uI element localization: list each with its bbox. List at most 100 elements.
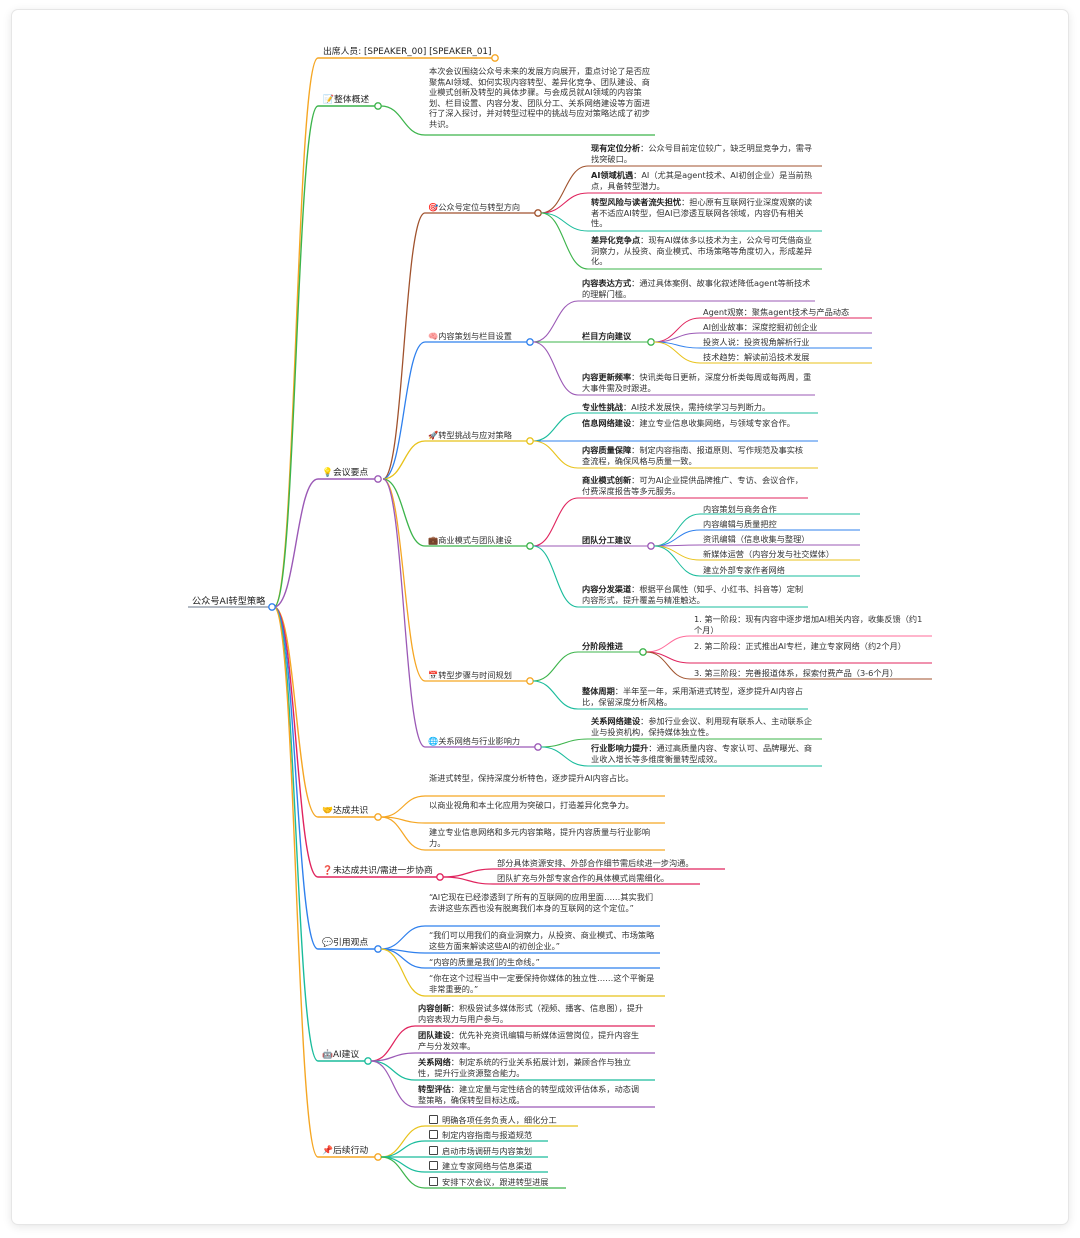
sub-content[interactable]: 🧠内容策划与栏目设置: [428, 331, 512, 341]
pending-item: 团队扩充与外部专家合作的具体模式尚需细化。: [497, 873, 669, 883]
sub-challenges[interactable]: 🚀转型挑战与应对策略: [428, 430, 512, 440]
connector-line: [653, 317, 701, 343]
connector-line: [653, 545, 701, 577]
connector-line: [380, 925, 426, 950]
connector-line: [532, 440, 579, 469]
connector-line: [370, 1060, 416, 1108]
branch-quotes[interactable]: 💬引用观点: [322, 938, 369, 948]
column-item: Agent观察：聚焦agent技术与产品动态: [703, 307, 850, 317]
checkbox-icon[interactable]: [429, 1161, 438, 1170]
center-topic[interactable]: 公众号AI转型策略: [192, 596, 266, 607]
phases-head[interactable]: 分阶段推进: [582, 641, 623, 651]
quote-item: “内容的质量是我们的生命线。”: [429, 957, 540, 967]
connector-line: [532, 341, 579, 396]
connector-line: [540, 165, 589, 214]
network-item: 行业影响力提升：通过高质量内容、专家认可、品牌曝光、商业收入增长等多维度衡量转型…: [591, 743, 813, 764]
connector-line: [380, 948, 426, 997]
team-item: 内容编辑与质量把控: [703, 519, 777, 529]
connector-line: [532, 497, 579, 547]
branch-pending[interactable]: ❓未达成共识/需进一步协商: [322, 866, 433, 876]
connector-line: [380, 795, 426, 818]
followup-item[interactable]: 启动市场调研与内容策划: [429, 1146, 589, 1157]
overview-text: 本次会议围绕公众号未来的发展方向展开，重点讨论了是否应聚焦AI领域、如何实现内容…: [429, 66, 651, 129]
connector-line: [532, 651, 579, 682]
node-dot: [491, 54, 499, 62]
positioning-item: 差异化竞争点：现有AI媒体多以技术为主，公众号可凭借商业洞察力，从投资、商业模式…: [591, 235, 813, 267]
team-item: 内容策划与商务合作: [703, 504, 777, 514]
sub-network[interactable]: 🌐关系网络与行业影响力: [428, 736, 521, 746]
followup-item[interactable]: 建立专家网络与信息渠道: [429, 1161, 589, 1172]
positioning-item: 转型风险与读者流失担忧：担心原有互联网行业深度观察的读者不适应AI转型，但AI已…: [591, 197, 813, 229]
business-model: 商业模式创新：可为AI企业提供品牌推广、专访、会议合作，付费深度报告等多元服务。: [582, 475, 803, 496]
sub-business[interactable]: 💼商业模式与团队建设: [428, 535, 512, 545]
team-head[interactable]: 团队分工建议: [582, 535, 632, 545]
consensus-item: 以商业视角和本土化应用为突破口，打造差异化竞争力。: [429, 800, 634, 810]
connector-line: [380, 948, 426, 969]
handshake-icon: 🤝: [322, 806, 333, 816]
node-dot: [268, 603, 276, 611]
advice-item: 团队建设：优先补充资讯编辑与新媒体运营岗位，提升内容生产与分发效率。: [418, 1030, 640, 1051]
branch-ai-advice[interactable]: 🤖AI建议: [322, 1050, 360, 1060]
connector-line: [273, 606, 319, 818]
connector-line: [645, 651, 691, 664]
connector-line: [273, 105, 319, 608]
pending-item: 部分具体资源安排、外部合作细节需后续进一步沟通。: [497, 858, 694, 868]
challenge-item: 信息网络建设：建立专业信息收集网络，与领域专家合作。: [582, 418, 795, 428]
connector-line: [380, 816, 426, 851]
connector-line: [273, 57, 319, 608]
connector-line: [532, 680, 579, 710]
branch-consensus[interactable]: 🤝达成共识: [322, 806, 369, 816]
checkbox-icon[interactable]: [429, 1177, 438, 1186]
challenge-item: 专业性挑战：AI技术发展快，需持续学习与判断力。: [582, 402, 771, 412]
sub-positioning[interactable]: 🎯公众号定位与转型方向: [428, 202, 521, 212]
connector-line: [382, 212, 426, 480]
connector-line: [532, 545, 579, 608]
connector-line: [645, 651, 691, 680]
node-dot: [647, 338, 655, 346]
connector-line: [540, 212, 589, 270]
consensus-item: 建立专业信息网络和多元内容策略，提升内容质量与行业影响力。: [429, 827, 651, 848]
connector-line: [273, 478, 319, 608]
team-item: 资讯编辑（信息收集与整理）: [703, 534, 810, 544]
node-dot: [639, 648, 647, 656]
branch-overview[interactable]: 📝整体概述: [323, 95, 370, 105]
advice-item: 关系网络：制定系统的行业关系拓展计划，兼顾合作与独立性，提升行业资源整合能力。: [418, 1057, 631, 1078]
followup-item[interactable]: 制定内容指南与报道规范: [429, 1130, 589, 1141]
positioning-item: 现有定位分析：公众号目前定位较广，缺乏明显竞争力，需寻找突破口。: [591, 143, 813, 164]
connector-line: [273, 606, 319, 1062]
branch-followup[interactable]: 📌后续行动: [322, 1146, 369, 1156]
followup-item[interactable]: 安排下次会议，跟进转型进展: [429, 1177, 589, 1188]
calendar-icon: 📅: [428, 670, 439, 680]
content-frequency: 内容更新频率：快讯类每日更新，深度分析类每周或每两周，重大事件需及时跟进。: [582, 372, 812, 393]
connector-line: [540, 746, 589, 767]
connector-line: [442, 876, 494, 885]
robot-icon: 🤖: [322, 1050, 333, 1060]
phase-item: 2. 第二阶段：正式推出AI专栏，建立专家网络（约2个月）: [694, 641, 906, 651]
checkbox-icon[interactable]: [429, 1146, 438, 1155]
attendees-label[interactable]: 出席人员: [SPEAKER_00] [SPEAKER_01]: [323, 47, 492, 57]
connector-line: [382, 440, 426, 480]
consensus-item: 渐进式转型，保持深度分析特色，逐步提升AI内容占比。: [429, 773, 634, 783]
followup-item[interactable]: 明确各项任务负责人，细化分工: [429, 1115, 589, 1126]
advice-item: 内容创新：积极尝试多媒体形式（视频、播客、信息图），提升内容表现力与用户参与。: [418, 1003, 644, 1024]
checkbox-icon[interactable]: [429, 1130, 438, 1139]
target-icon: 🎯: [428, 202, 439, 212]
team-item: 新媒体运营（内容分发与社交媒体）: [703, 549, 835, 559]
phase-item: 1. 第一阶段：现有内容中逐步增加AI相关内容，收集反馈（约1个月）: [694, 614, 923, 635]
connector-line: [532, 300, 579, 343]
branch-key-points[interactable]: 💡会议要点: [322, 468, 369, 478]
connector-line: [653, 341, 701, 364]
connector-line: [370, 1025, 416, 1062]
content-columns-head[interactable]: 栏目方向建议: [582, 331, 632, 341]
connector-line: [382, 478, 426, 748]
connector-line: [382, 478, 426, 682]
content-expression: 内容表达方式：通过具体案例、故事化叙述降低agent等新技术的理解门槛。: [582, 278, 811, 299]
sub-steps[interactable]: 📅转型步骤与时间规划: [428, 670, 512, 680]
column-item: 技术趋势：解读前沿技术发展: [703, 352, 810, 362]
checkbox-icon[interactable]: [429, 1115, 438, 1124]
connector-line: [653, 545, 701, 561]
node-dot: [374, 475, 382, 483]
connector-line: [653, 513, 701, 547]
connector-line: [380, 1156, 426, 1189]
lightbulb-icon: 💡: [322, 468, 333, 478]
